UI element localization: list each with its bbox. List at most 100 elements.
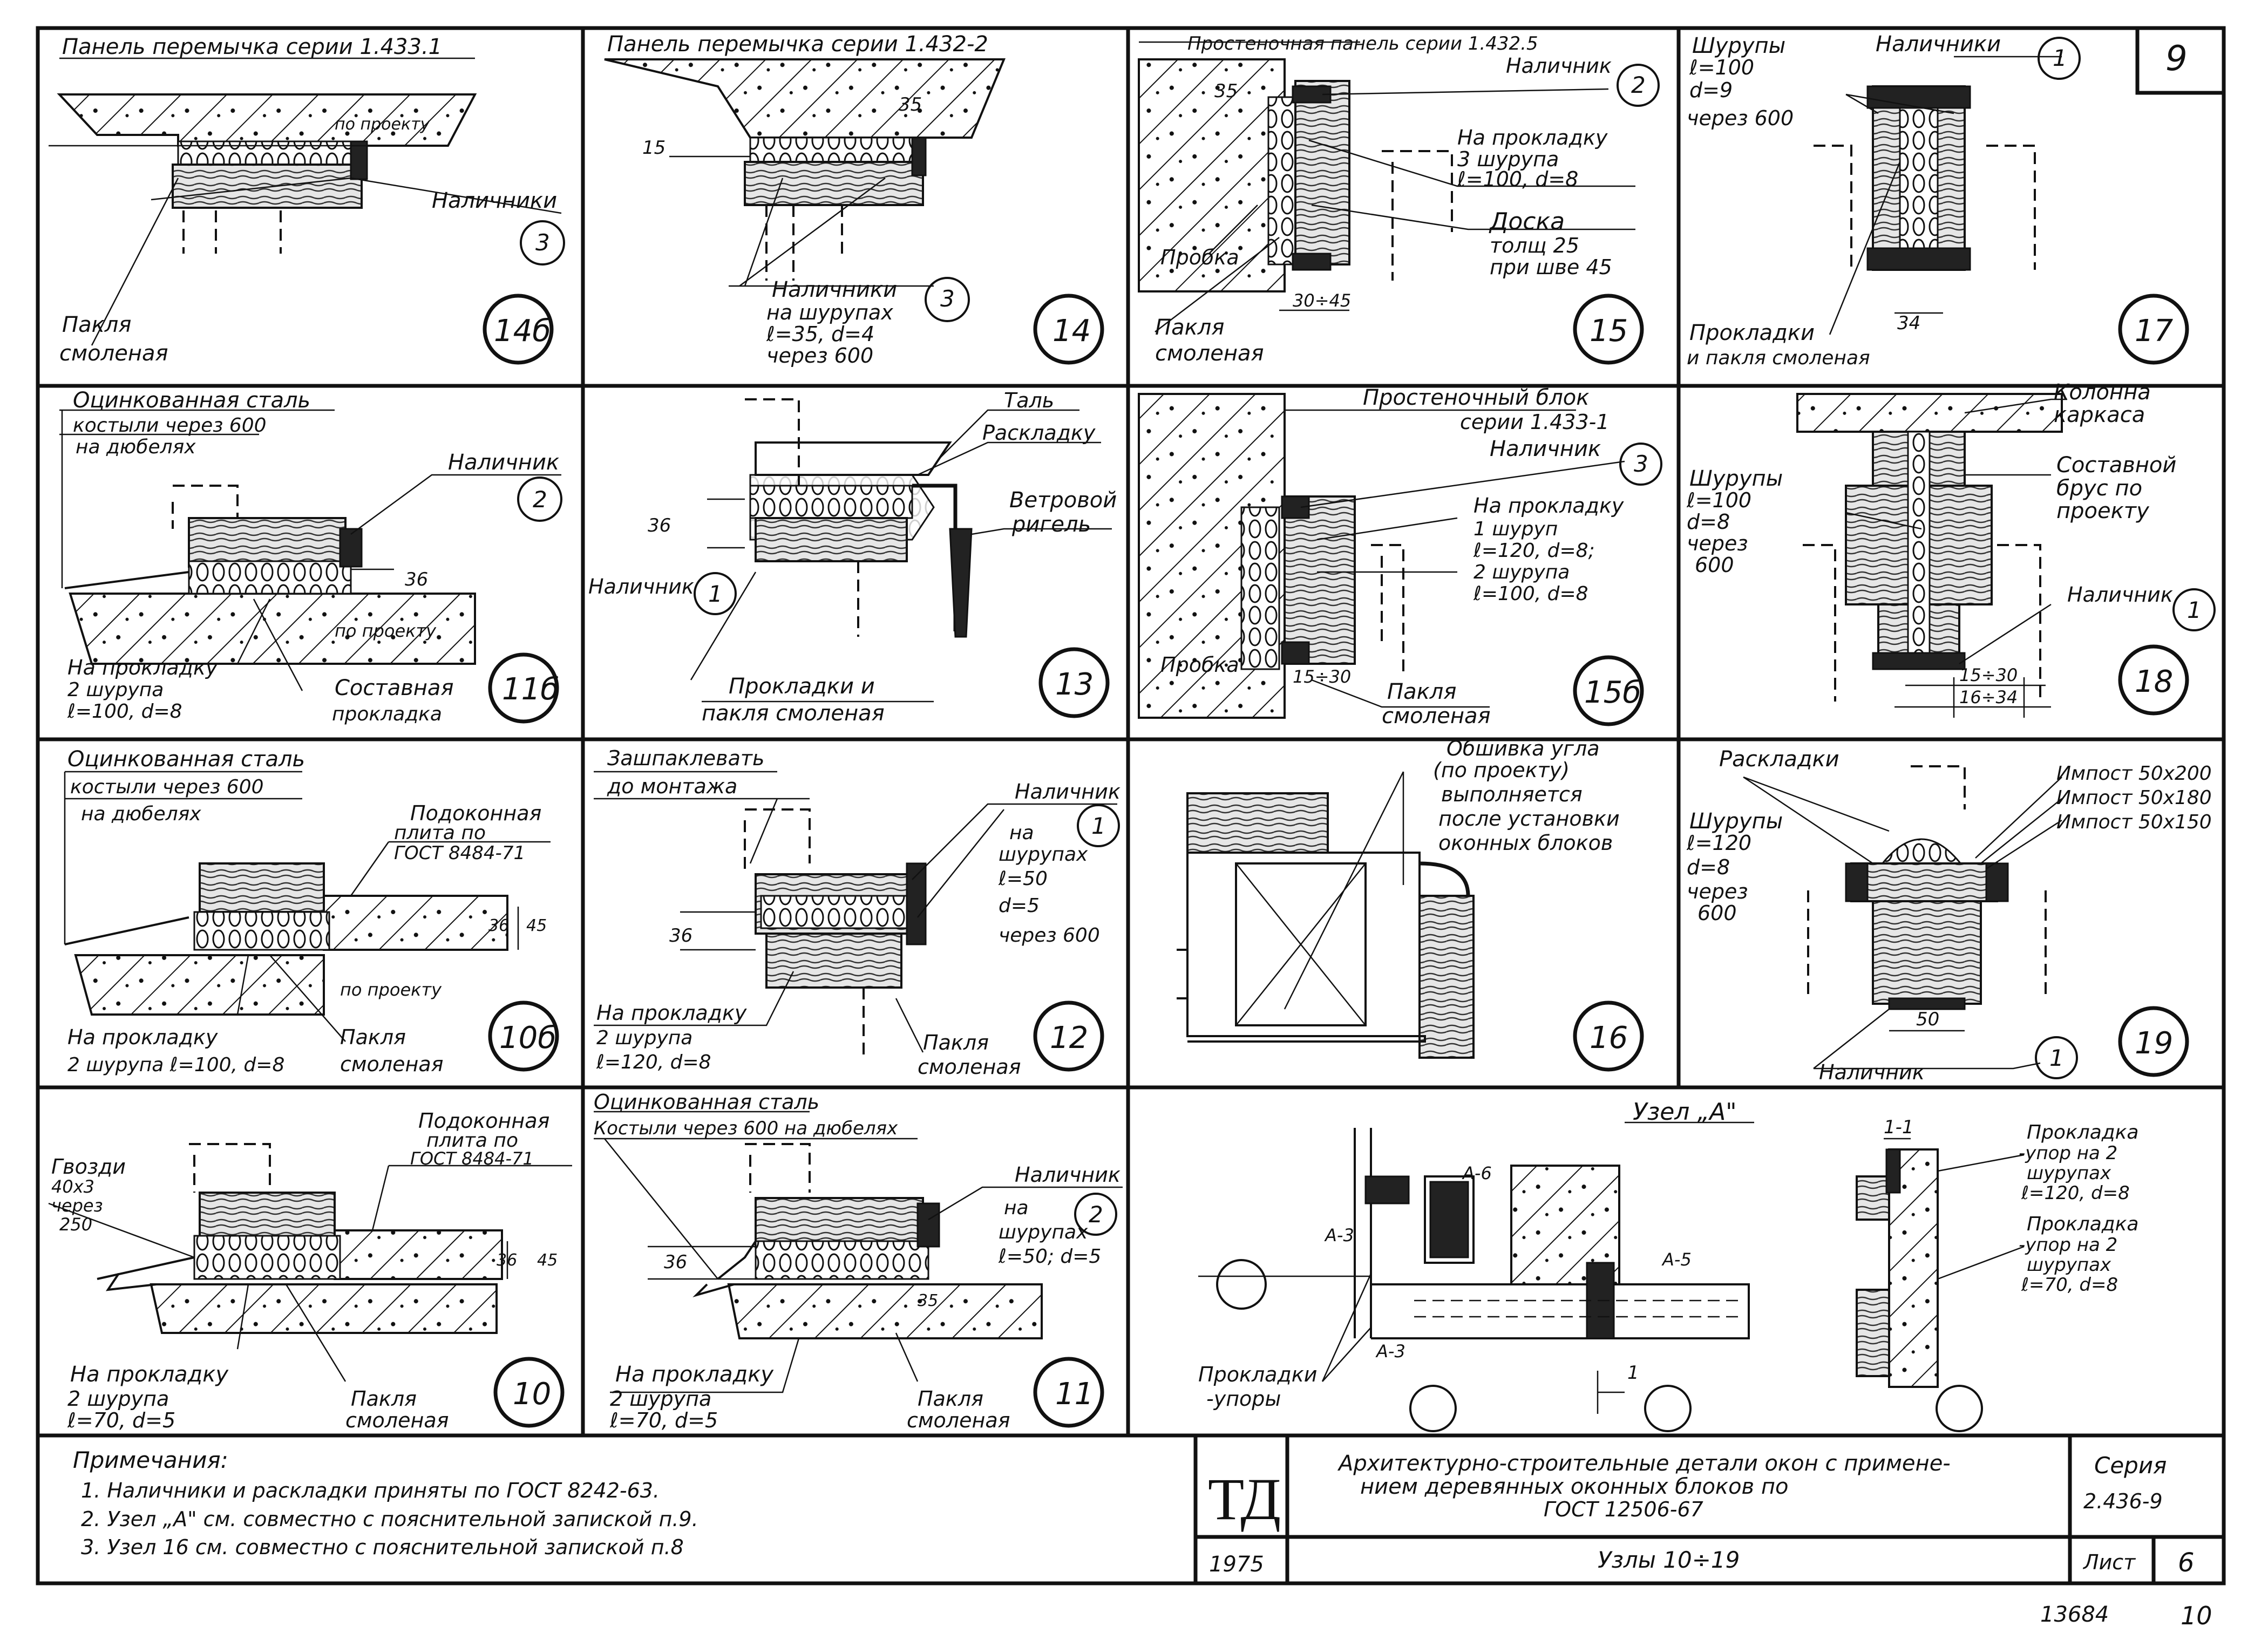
- node-15-thickness: толщ 25: [1490, 234, 1579, 257]
- node-11-label: 11: [1055, 1377, 1094, 1412]
- node-10-via: через: [51, 1195, 103, 1216]
- node-A-gasket2: Прокладка: [2027, 1213, 2138, 1235]
- node-14b-note: по проекту: [335, 115, 431, 134]
- node-15-tow: Пакля: [1155, 315, 1224, 340]
- node-15b: [1138, 393, 1662, 726]
- node-15-title: Простеночная панель серии 1.432.5: [1187, 33, 1538, 55]
- node-19-label: 19: [2135, 1026, 2173, 1061]
- node-11b-composite: Составная: [335, 676, 454, 700]
- title-block-desc-3: ГОСТ 12506-67: [1544, 1498, 1703, 1521]
- footer-page: 10: [2181, 1601, 2212, 1630]
- node-A-a3-top: А-3: [1324, 1225, 1354, 1246]
- node-10-tarred: смоленая: [345, 1408, 449, 1432]
- node-11b-pad: прокладка: [332, 703, 442, 725]
- node-13: [690, 398, 1112, 718]
- node-10-label: 10: [513, 1377, 551, 1412]
- title-block-series-value: 2.436-9: [2083, 1489, 2163, 1513]
- node-10b-anchors: костыли через 600: [70, 776, 264, 798]
- node-18-callout: 1: [2187, 597, 2202, 623]
- node-18: [1796, 393, 2216, 718]
- node-A-section-mark: 1: [1627, 1362, 1639, 1384]
- node-11-size: ℓ=50; d=5: [998, 1246, 1101, 1268]
- node-A-gaskets: Прокладки: [1198, 1363, 1317, 1386]
- node-15-callout: 2: [1631, 72, 1646, 98]
- node-12-tow: Пакля: [923, 1031, 989, 1054]
- node-14: [604, 58, 1104, 365]
- node-A-gasket2-stop: -упор на 2: [2019, 1234, 2117, 1256]
- node-12-on: на: [1009, 822, 1034, 844]
- node-17-length: ℓ=100: [1689, 56, 1754, 79]
- node-15b-screw1-size: ℓ=120, d=8;: [1473, 540, 1595, 562]
- title-block-sheet-value: 6: [2178, 1548, 2195, 1578]
- node-13-casing: Наличник: [588, 575, 694, 598]
- node-A-gasket1: Прокладка: [2027, 1121, 2138, 1144]
- node-18-column: Колонна: [2054, 380, 2151, 405]
- node-14b-title: Панель перемычка серии 1.433.1: [62, 35, 442, 59]
- node-11b-steel: Оцинкованная сталь: [73, 388, 310, 413]
- footer-stamp: 13684: [2040, 1602, 2109, 1627]
- node-15-dim-gap: 30÷45: [1293, 290, 1351, 311]
- node-16-sheathing: Обшивка угла: [1447, 737, 1600, 760]
- node-15b-series: серии 1.433-1: [1460, 410, 1610, 434]
- notes-item-1: 1. Наличники и раскладки приняты по ГОСТ…: [81, 1479, 660, 1502]
- node-A-section-title: 1-1: [1884, 1117, 1914, 1138]
- node-11: [594, 1111, 1123, 1428]
- node-18-beam: Составной: [2056, 453, 2176, 478]
- node-10b-dim36: 36: [488, 916, 509, 935]
- node-18-dim-a: 15÷30: [1959, 665, 2018, 685]
- node-19-mullion-200: Импост 50x200: [2056, 763, 2212, 785]
- node-15b-plug: Пробка: [1160, 653, 1239, 677]
- node-15b-casing: Наличник: [1490, 437, 1601, 461]
- node-10b-sill3: ГОСТ 8484-71: [394, 842, 525, 864]
- title-block-year: 1975: [1209, 1552, 1264, 1577]
- node-14-title: Панель перемычка серии 1.432-2: [607, 32, 988, 57]
- node-12-length: ℓ=50: [998, 868, 1048, 890]
- node-A-stops: -упоры: [1206, 1387, 1281, 1411]
- node-11b-anchors: костыли через 600: [73, 414, 267, 437]
- node-11b-dowels: на дюбелях: [76, 436, 196, 458]
- node-16-blocks: оконных блоков: [1438, 831, 1613, 855]
- node-12-casing: Наличник: [1015, 780, 1121, 804]
- node-11-casing: Наличник: [1015, 1163, 1121, 1187]
- node-15b-label: 15б: [1584, 675, 1641, 710]
- node-11b-dim36: 36: [405, 569, 428, 590]
- node-10-nail-size: 40x3: [51, 1176, 94, 1197]
- node-12-size: ℓ=120, d=8: [596, 1051, 711, 1073]
- node-A-a3-bottom: А-3: [1375, 1341, 1405, 1362]
- node-14b-casings: Наличники: [432, 188, 557, 213]
- node-15-board: Доска: [1489, 208, 1565, 235]
- title-block-subtitle: Узлы 10÷19: [1598, 1547, 1740, 1573]
- node-19-spacing: 600: [1697, 901, 1737, 925]
- node-15b-screw2: 2 шурупа: [1473, 561, 1570, 583]
- node-14-dim35: 35: [899, 94, 922, 115]
- node-15-casing: Наличник: [1506, 54, 1612, 78]
- node-A-gasket1-screws: шурупах: [2027, 1162, 2111, 1184]
- node-19-callout: 1: [2049, 1045, 2064, 1071]
- title-block-series-label: Серия: [2094, 1452, 2167, 1479]
- node-14-size: ℓ=35, d=4: [766, 322, 874, 346]
- node-10-sill2: плита по: [426, 1129, 518, 1152]
- node-11-tarred: смоленая: [907, 1408, 1010, 1432]
- node-10b-tow: Пакля: [340, 1025, 406, 1049]
- node-19-via: через: [1687, 880, 1748, 903]
- node-17-spacing: через 600: [1687, 106, 1794, 130]
- node-10b-note: по проекту: [340, 979, 442, 1000]
- node-19-casing: Наличник: [1819, 1060, 1925, 1084]
- node-10-screws: 2 шурупа: [67, 1387, 169, 1411]
- node-12: [594, 771, 1120, 1072]
- node-19-screws: Шурупы: [1689, 809, 1783, 834]
- node-10b-sill: Подоконная: [410, 801, 541, 825]
- node-17-callout: 1: [2053, 45, 2067, 71]
- notes-item-3: 3. Узел 16 см. совместно с пояснительной…: [81, 1535, 684, 1559]
- node-12-putty: Зашпаклевать: [607, 746, 764, 770]
- node-16-project: (по проекту): [1433, 758, 1570, 782]
- node-11-screws: шурупах: [999, 1221, 1088, 1243]
- node-17-gaskets: Прокладки: [1689, 321, 1815, 345]
- node-11b-gasket: На прокладку: [67, 656, 218, 679]
- node-14b-tarred: смоленая: [59, 341, 168, 366]
- node-12-spacing: через 600: [999, 924, 1100, 947]
- notes-heading: Примечания:: [73, 1447, 228, 1473]
- node-18-length: ℓ=100: [1686, 488, 1751, 512]
- node-17: [1814, 37, 2189, 365]
- node-19-length: ℓ=120: [1686, 831, 1751, 855]
